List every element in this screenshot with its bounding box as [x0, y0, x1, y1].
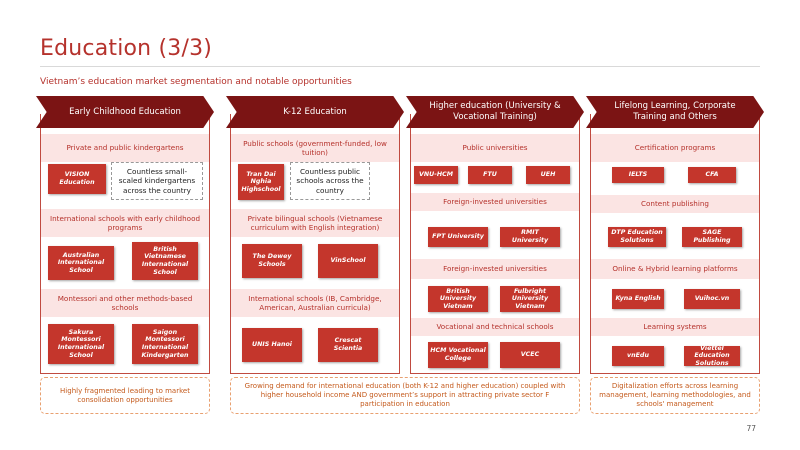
segment-label: Foreign-invested universities: [411, 193, 579, 211]
segment-note: Countless small-scaled kindergartens acr…: [111, 162, 203, 200]
school-card: British University Vietnam: [428, 286, 488, 312]
school-card: FPT University: [428, 227, 488, 247]
footer-note-lifelong: Digitalization efforts across learning m…: [590, 377, 760, 414]
segment-label: Public universities: [411, 134, 579, 162]
school-card: VISION Education: [48, 164, 106, 194]
segment-label: Vocational and technical schools: [411, 318, 579, 336]
school-card: Fulbright University Vietnam: [500, 286, 560, 312]
school-card: Sakura Montessori International School: [48, 324, 114, 364]
segment-note: Countless public schools across the coun…: [290, 162, 370, 200]
column-lifelong-learning: Lifelong Learning, Corporate Training an…: [586, 96, 764, 374]
page-title: Education (3/3): [40, 36, 213, 61]
segment-label: Online & Hybrid learning platforms: [591, 259, 759, 279]
school-card: IELTS: [612, 167, 664, 183]
school-card: VNU-HCM: [414, 166, 458, 184]
column-early-childhood: Early Childhood Education Private and pu…: [36, 96, 214, 374]
column-header-higher-education: Higher education (University & Vocationa…: [406, 96, 584, 128]
school-card: VinSchool: [318, 244, 378, 278]
school-card: HCM Vocational College: [428, 342, 488, 368]
page-number: 77: [746, 424, 756, 433]
school-card: SAGE Publishing: [682, 227, 742, 247]
page-subtitle: Vietnam’s education market segmentation …: [40, 77, 352, 87]
school-card: Viettel Education Solutions: [684, 346, 740, 366]
school-card: VCEC: [500, 342, 560, 368]
segment-label: International schools (IB, Cambridge, Am…: [231, 289, 399, 317]
school-card: vnEdu: [612, 346, 664, 366]
school-card: Tran Dai Nghia Highschool: [238, 164, 284, 200]
segment-label: Content publishing: [591, 195, 759, 213]
school-card: Saigon Montessori International Kinderga…: [132, 324, 198, 364]
segment-label: Private and public kindergartens: [41, 134, 209, 162]
column-frame: [230, 114, 400, 374]
school-card: British Vietnamese International School: [132, 242, 198, 280]
school-card: UNIS Hanoi: [242, 328, 302, 362]
school-card: The Dewey Schools: [242, 244, 302, 278]
school-card: CFA: [688, 167, 736, 183]
column-header-early-childhood: Early Childhood Education: [36, 96, 214, 128]
segment-label: Learning systems: [591, 318, 759, 336]
school-card: RMIT University: [500, 227, 560, 247]
segment-label: International schools with early childho…: [41, 209, 209, 237]
segment-label: Public schools (government-funded, low t…: [231, 134, 399, 162]
school-card: FTU: [468, 166, 512, 184]
column-k12: K-12 Education Public schools (governmen…: [226, 96, 404, 374]
title-divider: [40, 66, 760, 67]
column-frame: [410, 114, 580, 374]
segment-label: Certification programs: [591, 134, 759, 162]
column-frame: [590, 114, 760, 374]
school-card: Australian International School: [48, 246, 114, 280]
column-header-k12: K-12 Education: [226, 96, 404, 128]
school-card: Crescat Scientia: [318, 328, 378, 362]
segment-label: Foreign-invested universities: [411, 259, 579, 279]
school-card: Vuihoc.vn: [684, 289, 740, 309]
column-header-lifelong-learning: Lifelong Learning, Corporate Training an…: [586, 96, 764, 128]
footer-note-early-childhood: Highly fragmented leading to market cons…: [40, 377, 210, 414]
column-higher-education: Higher education (University & Vocationa…: [406, 96, 584, 374]
segment-label: Private bilingual schools (Vietnamese cu…: [231, 209, 399, 237]
school-card: UEH: [526, 166, 570, 184]
column-frame: [40, 114, 210, 374]
school-card: Kyna English: [612, 289, 664, 309]
school-card: DTP Education Solutions: [608, 227, 666, 247]
segment-label: Montessori and other methods-based schoo…: [41, 289, 209, 317]
footer-note-shared: Growing demand for international educati…: [230, 377, 580, 414]
